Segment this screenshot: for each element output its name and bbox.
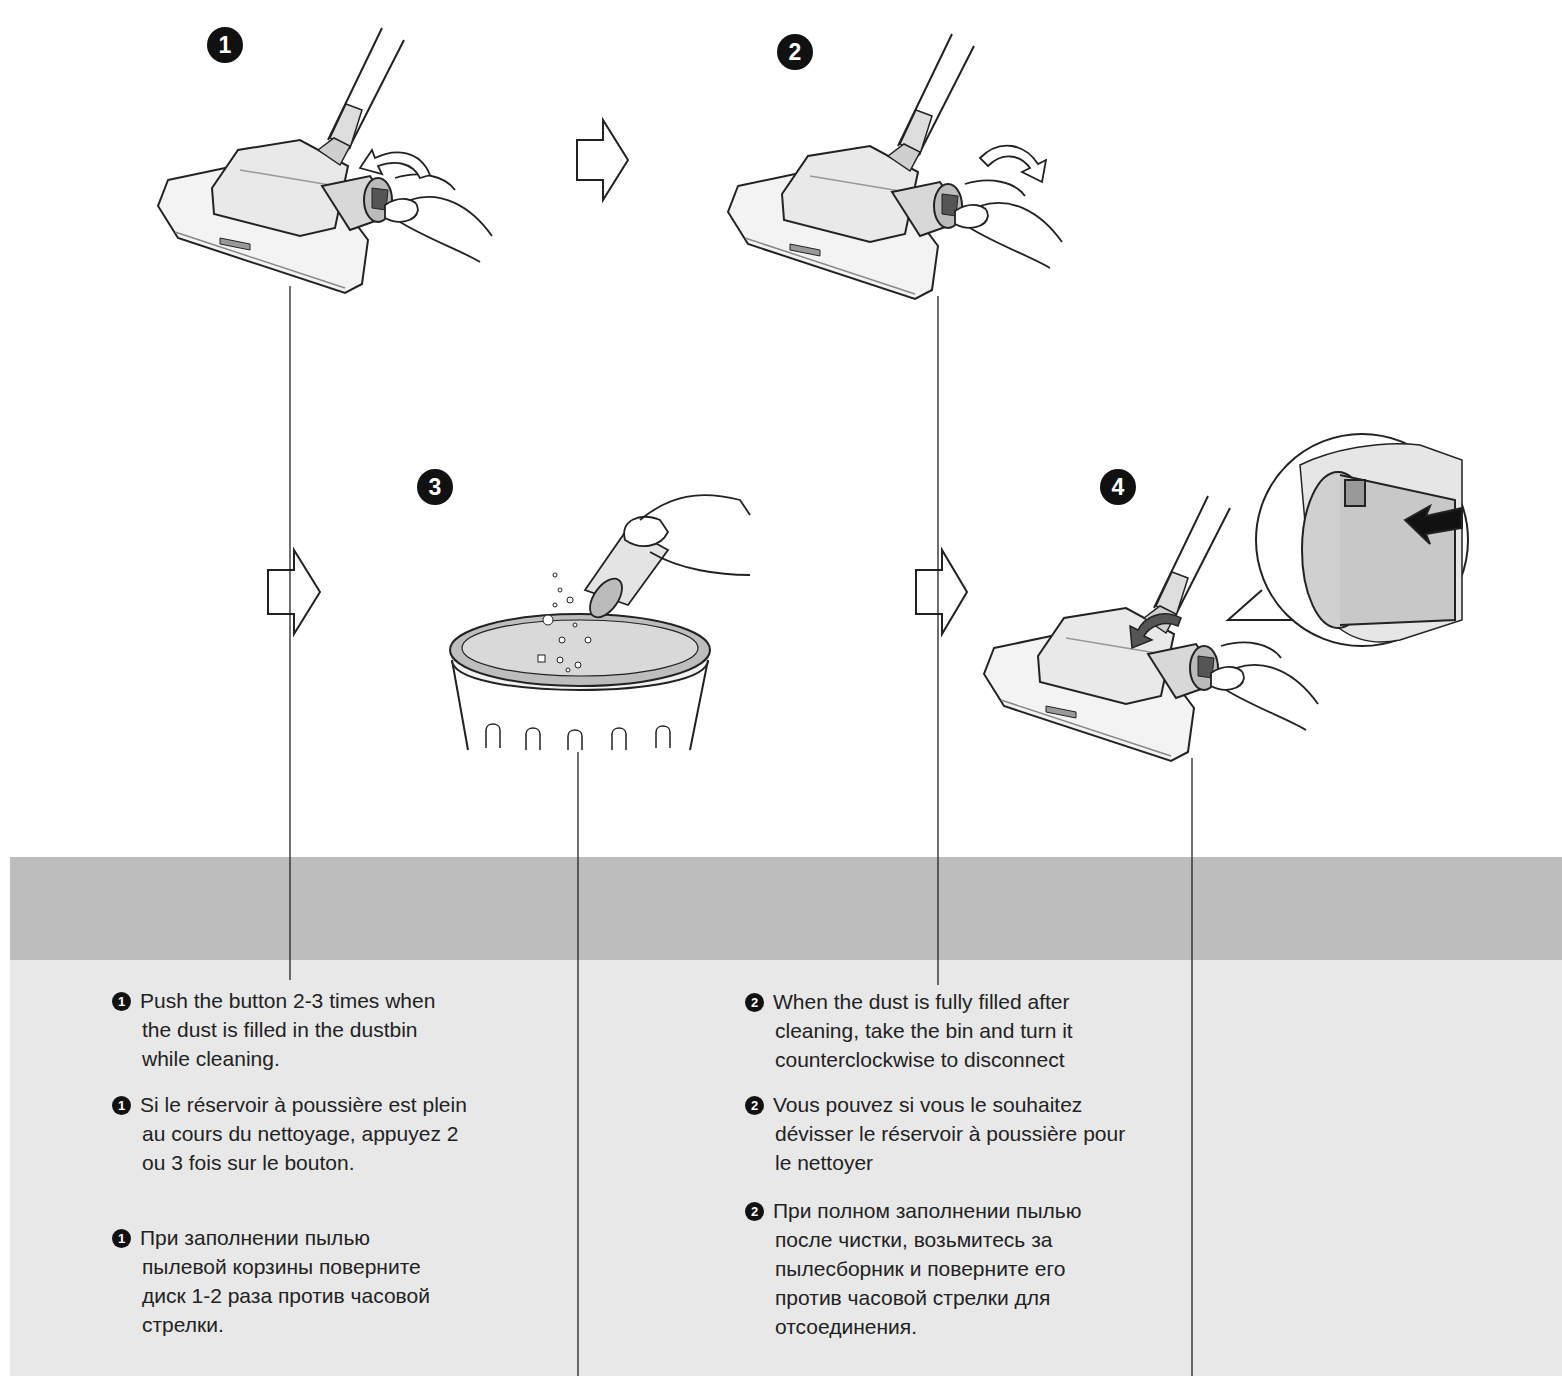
- step-number: 2: [745, 1096, 764, 1115]
- instruction-text: When the dust is fully filled after clea…: [773, 990, 1073, 1071]
- callout-number: 2: [777, 34, 813, 70]
- instruction-paragraph: 1Si le réservoir à poussière est plein a…: [142, 1090, 477, 1177]
- step-number: 1: [112, 992, 131, 1011]
- instruction-text: При заполнении пылью пылевой корзины пов…: [140, 1226, 430, 1336]
- instruction-paragraph: 1При заполнении пылью пылевой корзины по…: [142, 1223, 442, 1339]
- step2-nozzle: [728, 34, 1062, 299]
- instruction-paragraph: 2При полном заполнении пылью после чистк…: [775, 1196, 1125, 1341]
- instruction-text: Push the button 2-3 times when the dust …: [140, 989, 435, 1070]
- instruction-text: Si le réservoir à poussière est plein au…: [140, 1093, 467, 1174]
- instruction-text: Vous pouvez si vous le souhaitez dévisse…: [773, 1093, 1125, 1174]
- step-number: 1: [112, 1096, 131, 1115]
- instruction-text: При полном заполнении пылью после чистки…: [773, 1199, 1081, 1338]
- emptied-dustbin: [538, 495, 750, 672]
- trash-can: [450, 614, 710, 750]
- callout-number: 3: [417, 469, 453, 505]
- gray-band: [10, 857, 1562, 960]
- callout-number: 4: [1100, 469, 1136, 505]
- instruction-paragraph: 1Push the button 2-3 times when the dust…: [142, 986, 437, 1073]
- leader-line: [290, 286, 1192, 1376]
- callout-number: 1: [207, 27, 243, 63]
- text-panel: [10, 960, 1562, 1376]
- hollow-arrow: [268, 120, 967, 634]
- step1-nozzle: [158, 28, 492, 293]
- instruction-paragraph: 2Vous pouvez si vous le souhaitez déviss…: [775, 1090, 1141, 1177]
- step-number: 1: [112, 1229, 131, 1248]
- step-number: 2: [745, 1202, 764, 1221]
- step-number: 2: [745, 993, 764, 1012]
- zoom-detail: [1228, 434, 1468, 646]
- instruction-paragraph: 2When the dust is fully filled after cle…: [775, 987, 1133, 1074]
